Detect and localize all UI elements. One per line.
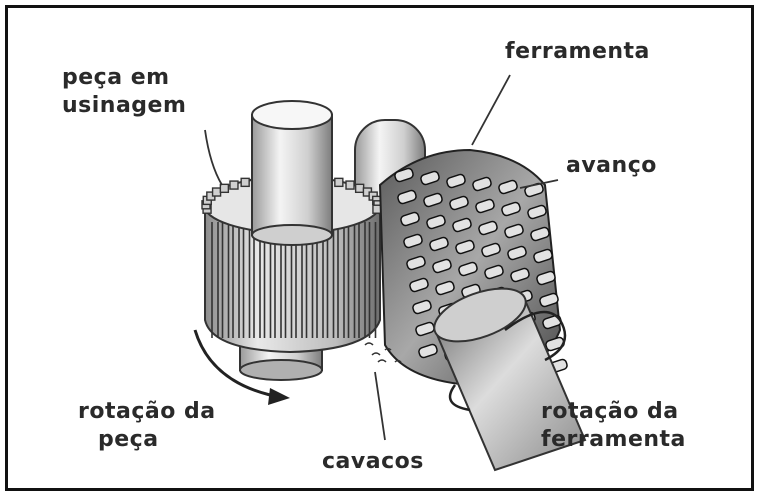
workpiece-upper-shaft <box>252 101 332 245</box>
tool-label: ferramenta <box>505 38 650 66</box>
chips-label: cavacos <box>322 448 424 476</box>
feed-label: avanço <box>566 152 657 180</box>
